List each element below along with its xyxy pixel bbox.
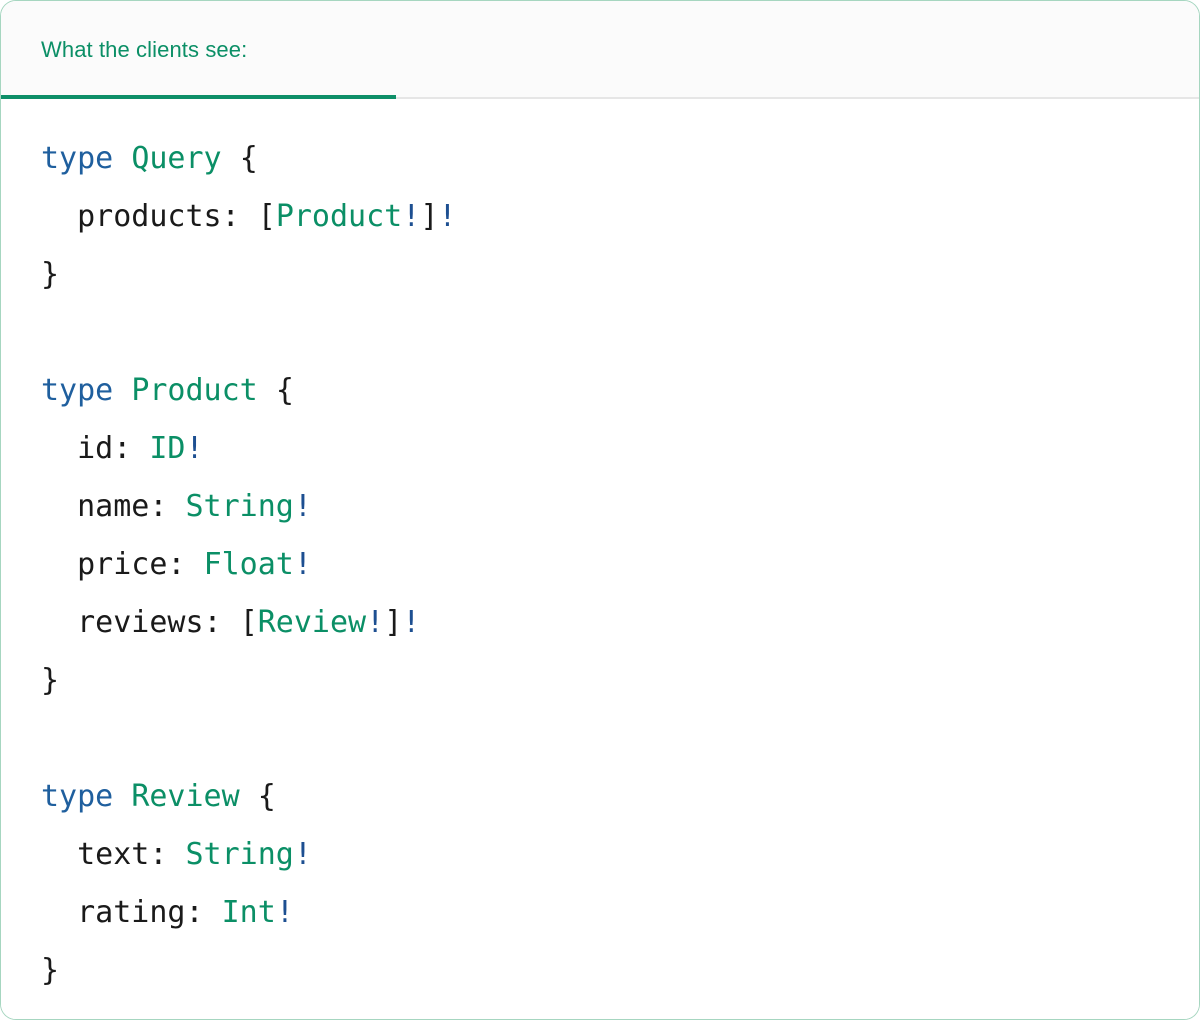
code-token-type: Int bbox=[221, 895, 276, 930]
code-token-punct: } bbox=[41, 663, 60, 698]
code-line: text: String! bbox=[41, 837, 312, 872]
code-token-plain bbox=[131, 431, 149, 466]
code-token-keyword: type bbox=[41, 373, 114, 408]
code-token-field: reviews: bbox=[77, 605, 222, 640]
code-token-bang: ! bbox=[275, 895, 294, 930]
code-line: reviews: [Review!]! bbox=[41, 605, 420, 640]
code-token-type: String bbox=[185, 489, 294, 524]
code-token-type: Review bbox=[257, 605, 367, 640]
code-token-type: Product bbox=[275, 199, 403, 234]
code-token-punct: { bbox=[275, 373, 294, 408]
code-area: type Query { products: [Product!]! } typ… bbox=[1, 99, 1199, 1019]
code-token-bang: ! bbox=[402, 605, 421, 640]
code-token-type: Review bbox=[131, 779, 240, 814]
code-token-plain bbox=[167, 837, 185, 872]
code-token-plain bbox=[113, 779, 131, 814]
code-token-plain bbox=[240, 779, 258, 814]
code-token-plain bbox=[222, 141, 240, 176]
code-line: } bbox=[41, 257, 59, 292]
code-indent bbox=[41, 547, 77, 582]
code-token-punct: } bbox=[41, 257, 60, 292]
code-token-punct: [ bbox=[239, 605, 258, 640]
tab-label: What the clients see: bbox=[41, 37, 248, 62]
code-token-bang: ! bbox=[293, 837, 312, 872]
code-token-bang: ! bbox=[293, 547, 312, 582]
code-line: id: ID! bbox=[41, 431, 204, 466]
code-token-punct: ] bbox=[420, 199, 439, 234]
code-token-punct: { bbox=[257, 779, 276, 814]
code-line: rating: Int! bbox=[41, 895, 294, 930]
code-indent bbox=[41, 489, 77, 524]
tab-bar-divider bbox=[1, 97, 1199, 99]
tab-what-the-clients-see[interactable]: What the clients see: bbox=[1, 1, 396, 99]
code-token-bang: ! bbox=[185, 431, 204, 466]
code-token-bang: ! bbox=[293, 489, 312, 524]
code-indent bbox=[41, 431, 77, 466]
code-token-field: price: bbox=[77, 547, 186, 582]
code-line: type Review { bbox=[41, 779, 276, 814]
code-token-punct: } bbox=[41, 953, 60, 988]
code-token-type: ID bbox=[149, 431, 186, 466]
code-token-keyword: type bbox=[41, 779, 114, 814]
tab-bar: What the clients see: bbox=[1, 1, 1199, 99]
code-token-plain bbox=[204, 895, 222, 930]
code-indent bbox=[41, 199, 77, 234]
code-line: name: String! bbox=[41, 489, 312, 524]
code-token-punct: ] bbox=[384, 605, 403, 640]
code-token-field: id: bbox=[77, 431, 132, 466]
code-token-type: Float bbox=[203, 547, 294, 582]
active-tab-underline bbox=[1, 95, 396, 99]
code-line: } bbox=[41, 953, 59, 988]
code-token-plain bbox=[167, 489, 185, 524]
code-indent bbox=[41, 605, 77, 640]
code-line: type Query { bbox=[41, 141, 258, 176]
code-token-field: rating: bbox=[77, 895, 204, 930]
code-token-field: text: bbox=[77, 837, 168, 872]
code-line: type Product { bbox=[41, 373, 294, 408]
code-line: price: Float! bbox=[41, 547, 312, 582]
code-token-type: String bbox=[185, 837, 294, 872]
code-content: type Query { products: [Product!]! } typ… bbox=[41, 141, 456, 988]
code-token-plain bbox=[186, 547, 204, 582]
code-token-bang: ! bbox=[402, 199, 421, 234]
code-token-plain bbox=[258, 373, 276, 408]
code-token-plain bbox=[222, 605, 240, 640]
code-token-field: products: bbox=[77, 199, 240, 234]
code-indent bbox=[41, 895, 77, 930]
graphql-schema-code[interactable]: type Query { products: [Product!]! } typ… bbox=[41, 131, 1199, 1001]
code-line: } bbox=[41, 663, 59, 698]
code-token-plain bbox=[113, 373, 131, 408]
code-line: products: [Product!]! bbox=[41, 199, 456, 234]
code-token-type: Product bbox=[131, 373, 258, 408]
code-token-bang: ! bbox=[366, 605, 385, 640]
code-token-plain bbox=[240, 199, 258, 234]
code-token-field: name: bbox=[77, 489, 168, 524]
code-token-keyword: type bbox=[41, 141, 114, 176]
code-token-punct: [ bbox=[257, 199, 276, 234]
code-token-bang: ! bbox=[438, 199, 457, 234]
code-token-plain bbox=[113, 141, 131, 176]
code-indent bbox=[41, 837, 77, 872]
code-token-punct: { bbox=[239, 141, 258, 176]
code-token-type: Query bbox=[131, 141, 222, 176]
